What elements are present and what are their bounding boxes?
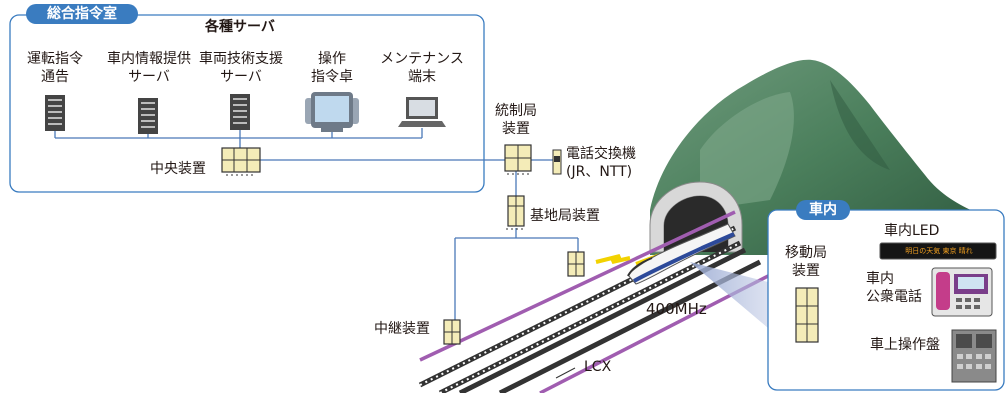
- public-phone-line1: 車内: [866, 271, 894, 287]
- server-label-line1: メンテナンス: [380, 51, 464, 67]
- shinkansen-train-icon: [627, 223, 736, 285]
- repeater-icon: [443, 319, 461, 345]
- control-panel-icon: [951, 329, 997, 383]
- radio-wave-icon: [595, 254, 631, 264]
- server-label-console: 操作 指令卓: [296, 50, 368, 86]
- server-label-line2: サーバ: [220, 69, 262, 85]
- server-label-line2: 指令卓: [311, 69, 353, 85]
- control-station-line2: 装置: [502, 121, 530, 137]
- maintenance-laptop-icon: [398, 97, 446, 127]
- base-station-icon: [506, 195, 526, 230]
- public-phone-line2: 公衆電話: [866, 289, 922, 305]
- server-label-info: 車内情報提供 サーバ: [100, 50, 198, 86]
- server-label-line1: 車両技術支援: [199, 51, 283, 67]
- zoom-beam: [690, 262, 768, 328]
- command-center-title: 総合指令室: [26, 4, 138, 24]
- repeater-label: 中継装置: [374, 321, 430, 337]
- phone-exchange-icon: [552, 149, 562, 175]
- control-station-label: 統制局 装置: [488, 102, 544, 138]
- server-label-line1: 運転指令: [27, 51, 83, 67]
- mobile-station-label: 移動局 装置: [778, 244, 834, 280]
- central-unit-icon: [221, 147, 261, 176]
- led-display-icon: [879, 242, 997, 260]
- phone-exchange-line1: 電話交換機: [566, 146, 636, 162]
- base-station-label: 基地局装置: [530, 208, 600, 224]
- server-label-line2: サーバ: [128, 69, 170, 85]
- control-station-line1: 統制局: [495, 103, 537, 119]
- lcx-label: LCX: [584, 359, 612, 375]
- control-station-icon: [504, 144, 532, 175]
- servers-heading: 各種サーバ: [205, 19, 275, 35]
- mobile-station-icon: [795, 287, 819, 343]
- server-label-line2: 通告: [41, 69, 69, 85]
- repeater-icon-2: [567, 251, 585, 277]
- server-label-dispatch: 運転指令 通告: [17, 50, 93, 86]
- server-label-maintenance: メンテナンス 端末: [372, 50, 472, 86]
- server-label-tech-support: 車両技術支援 サーバ: [192, 50, 290, 86]
- phone-exchange-label: 電話交換機 (JR、NTT): [566, 145, 636, 181]
- onboard-title: 車内: [796, 200, 850, 220]
- server-label-line1: 操作: [318, 51, 346, 67]
- frequency-label: 400MHz: [646, 300, 707, 318]
- central-unit-label: 中央装置: [150, 161, 206, 177]
- control-panel-label: 車上操作盤: [870, 337, 940, 353]
- operator-console-icon: [305, 92, 359, 132]
- server-label-line2: 端末: [408, 69, 436, 85]
- phone-exchange-line2: (JR、NTT): [566, 164, 633, 180]
- public-phone-label: 車内 公衆電話: [866, 270, 922, 306]
- public-phone-icon: [931, 267, 993, 317]
- mobile-station-line1: 移動局: [785, 245, 827, 261]
- mobile-station-line2: 装置: [792, 263, 820, 279]
- server-label-line1: 車内情報提供: [107, 51, 191, 67]
- server-rack-icons: [45, 94, 250, 134]
- led-display-text: 明日の天気 東京 晴れ: [905, 247, 973, 255]
- led-label: 車内LED: [884, 223, 940, 239]
